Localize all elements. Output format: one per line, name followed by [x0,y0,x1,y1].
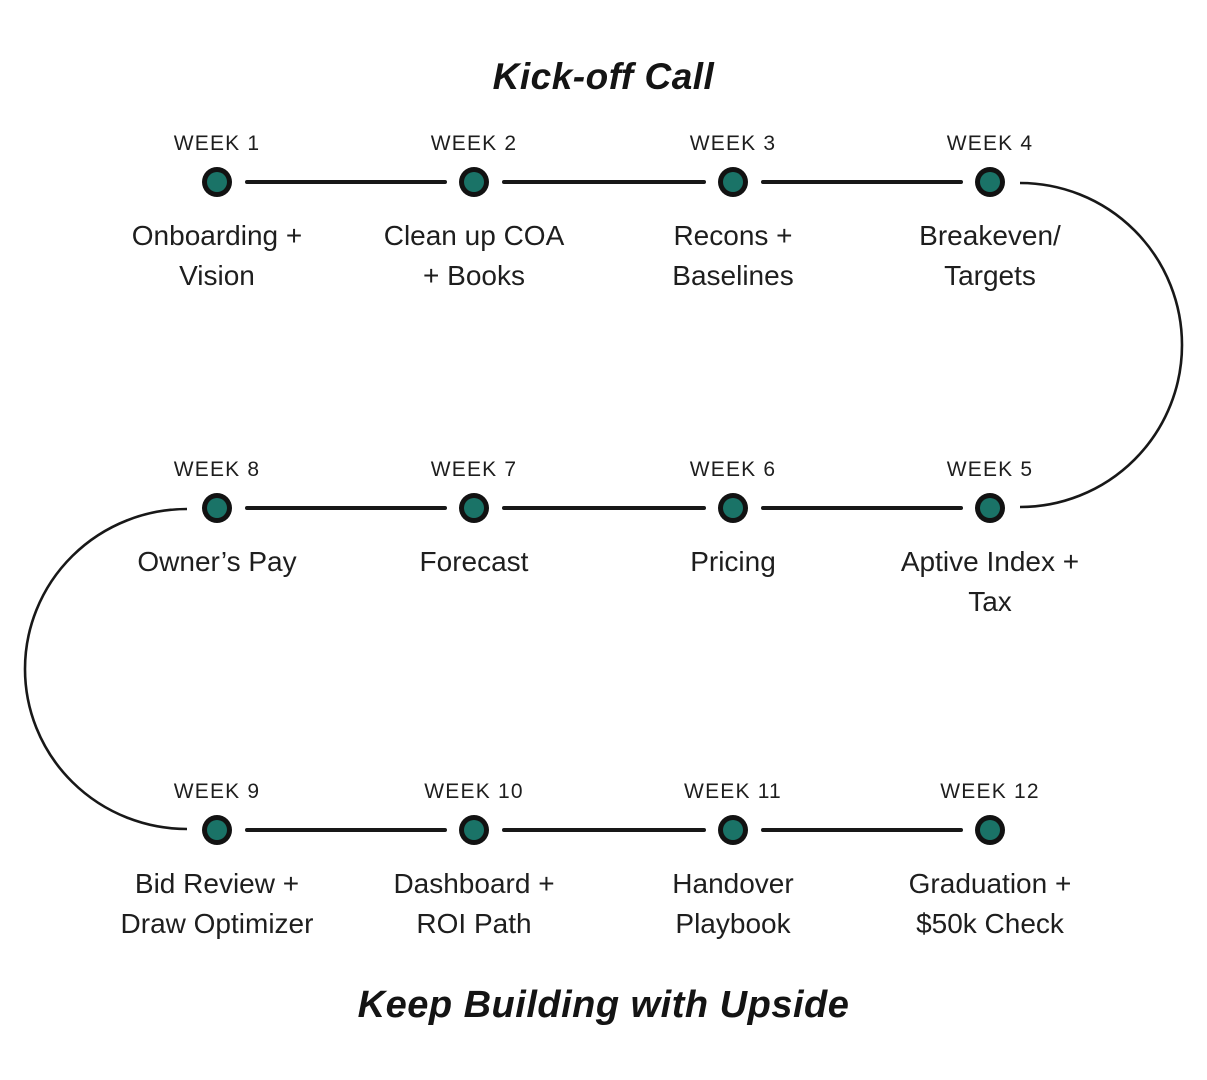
week-label: WEEK 6 [689,458,777,481]
week-label: WEEK 7 [430,458,518,481]
milestone-dot-week-2 [459,167,489,197]
week-label: WEEK 2 [430,132,518,155]
title-kickoff: Kick-off Call [492,56,715,97]
milestone-dot-week-8 [202,493,232,523]
title-keep-building: Keep Building with Upside [357,984,850,1026]
milestone-dot-week-9 [202,815,232,845]
milestone-dot-week-12 [975,815,1005,845]
task-label: Breakeven/ Targets [919,220,1061,291]
milestone-dot-week-7 [459,493,489,523]
milestone-dot-week-5 [975,493,1005,523]
week-label: WEEK 9 [173,780,261,803]
week-label: WEEK 1 [173,132,261,155]
week-label: WEEK 8 [173,458,261,481]
milestone-dot-week-1 [202,167,232,197]
milestone-dot-week-3 [718,167,748,197]
week-label: WEEK 10 [424,780,524,803]
week-label: WEEK 3 [689,132,777,155]
curve-week8-week9 [23,507,188,831]
task-label: Aptive Index + Tax [900,546,1080,617]
task-label: Bid Review + Draw Optimizer [120,868,314,939]
week-label: WEEK 5 [946,458,1034,481]
task-label: Recons + Baselines [672,220,794,291]
week-label: WEEK 12 [940,780,1040,803]
week-label: WEEK 4 [946,132,1034,155]
task-label: Pricing [690,546,776,577]
task-label: Graduation + $50k Check [908,868,1072,939]
task-label: Forecast [419,546,529,577]
task-label: Onboarding + Vision [131,220,303,291]
milestone-dot-week-4 [975,167,1005,197]
curve-week4-week5 [1019,181,1184,509]
task-label: Dashboard + ROI Path [393,868,555,939]
week-label: WEEK 11 [684,780,782,803]
task-label: Clean up COA + Books [383,220,565,291]
milestone-dot-week-10 [459,815,489,845]
milestone-dot-week-6 [718,493,748,523]
task-label: Handover Playbook [672,868,794,939]
milestone-dot-week-11 [718,815,748,845]
task-label: Owner’s Pay [137,546,297,577]
